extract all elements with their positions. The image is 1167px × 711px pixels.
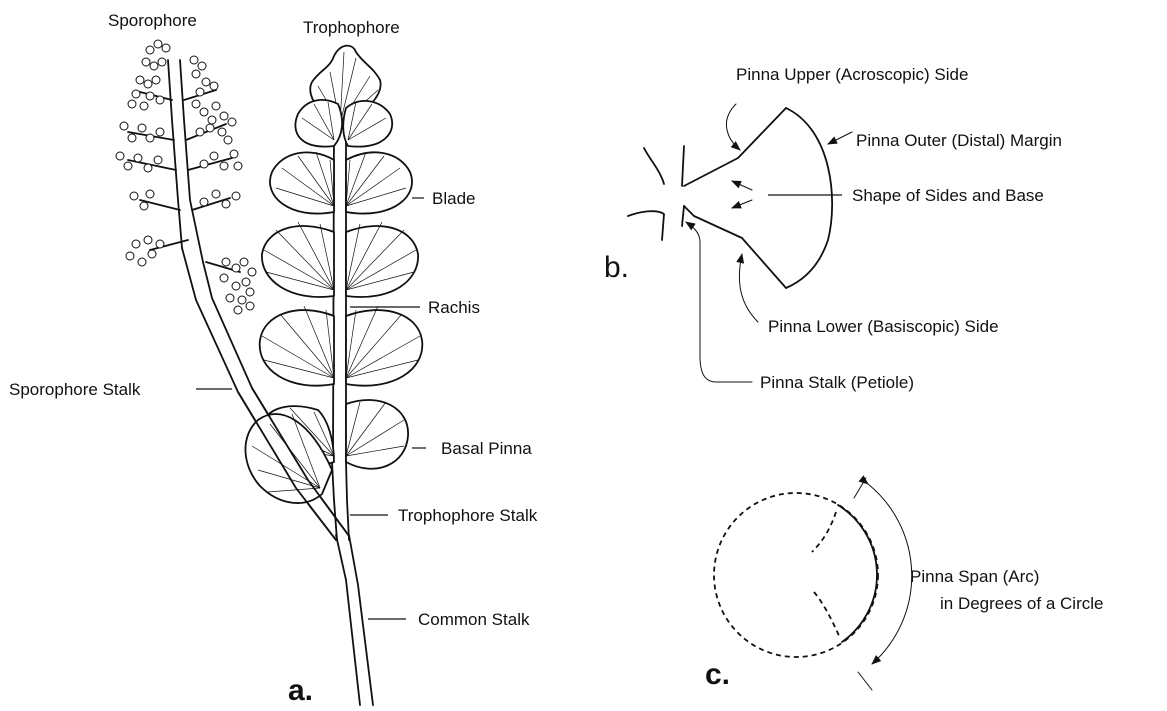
pinna-left-1 (295, 100, 342, 147)
label-stalk: Pinna Stalk (Petiole) (760, 373, 914, 392)
label-upper-side: Pinna Upper (Acroscopic) Side (736, 65, 968, 84)
label-common-stalk: Common Stalk (418, 610, 530, 629)
pinna-left-4 (260, 310, 334, 386)
label-sides-base: Shape of Sides and Base (852, 186, 1044, 205)
pinna-right-1 (343, 101, 392, 147)
panel-b-letter: b. (604, 251, 629, 284)
label-sporophore: Sporophore (108, 11, 197, 30)
label-span-line2: in Degrees of a Circle (940, 594, 1103, 613)
rachis-fragment-upper-left (644, 148, 664, 184)
pinna-right-4 (346, 310, 422, 386)
label-span-line1: Pinna Span (Arc) (910, 567, 1039, 586)
trophophore-stalk-edge (346, 462, 349, 540)
label-basal-pinna: Basal Pinna (441, 439, 532, 458)
pinna-span-arc (838, 505, 877, 642)
sides-base-arrow-lower (732, 200, 752, 208)
pinna-right-3 (346, 226, 418, 297)
pinna-side-upper-dashed (812, 512, 836, 552)
arc-tick-lower (858, 672, 872, 690)
common-stalk-right-edge (349, 535, 373, 705)
rachis-fragment-upper-right (682, 146, 684, 186)
label-lower-side: Pinna Lower (Basiscopic) Side (768, 317, 999, 336)
rachis-fragment-lower-right (682, 206, 684, 226)
pinna-left-3 (262, 226, 334, 297)
sporophore-panicle (116, 40, 256, 314)
sides-base-arrow-upper (732, 181, 752, 190)
label-trophophore: Trophophore (303, 18, 400, 37)
panel-a-letter: a. (288, 674, 313, 707)
lower-side-arrow (739, 254, 758, 322)
panel-c-pinna-span: Pinna Span (Arc) in Degrees of a Circle … (705, 478, 1103, 691)
pinna-outer-margin (786, 108, 832, 288)
rachis-fragment-lower-left (628, 211, 664, 240)
label-outer-margin: Pinna Outer (Distal) Margin (856, 131, 1062, 150)
label-trophophore-stalk: Trophophore Stalk (398, 506, 538, 525)
pinna-side-lower-dashed (814, 592, 840, 638)
arc-tick-upper (854, 478, 866, 498)
panel-b-pinna-schema: Pinna Upper (Acroscopic) Side Pinna Oute… (604, 65, 1062, 392)
outer-margin-arrow (828, 132, 852, 144)
common-stalk (336, 535, 360, 705)
pinna-right-5 (346, 400, 408, 469)
span-arrow (868, 484, 912, 664)
label-blade: Blade (432, 189, 475, 208)
label-sporophore-stalk: Sporophore Stalk (9, 380, 141, 399)
sporangia-clusters (116, 40, 256, 314)
pinna-upper-side (684, 108, 786, 186)
stalk-arrow (686, 222, 752, 382)
panel-c-letter: c. (705, 658, 730, 691)
label-rachis: Rachis (428, 298, 480, 317)
trophophore-stalk (332, 462, 337, 540)
upper-side-arrow (726, 104, 740, 150)
pinna-lower-side (684, 206, 786, 288)
panel-a-frond-drawing: Sporophore Trophophore Blade Rachis Spor… (9, 11, 538, 707)
